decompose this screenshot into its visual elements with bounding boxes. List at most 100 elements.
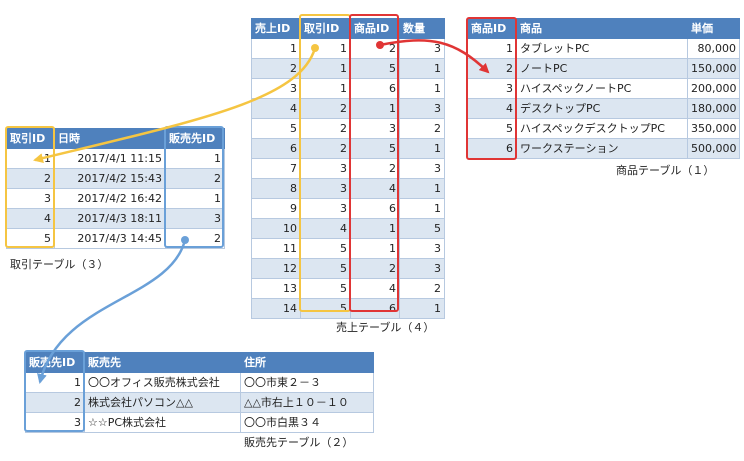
- table-cell: ノートPC: [516, 58, 688, 79]
- table-cell: 4: [467, 98, 517, 119]
- table-cell: 2: [350, 38, 400, 59]
- table-cell: 5: [350, 138, 400, 159]
- table-cell: 3: [300, 198, 351, 219]
- table-cell: 14: [251, 298, 301, 319]
- table-cell: 〇〇市白黒３４: [240, 412, 374, 433]
- table-cell: 1: [399, 78, 445, 99]
- table-cell: 3: [300, 178, 351, 199]
- table-cell: 3: [165, 208, 225, 229]
- column-header: 単価: [687, 18, 740, 39]
- column-header: 販売先ID: [165, 128, 225, 149]
- table-cell: 3: [350, 118, 400, 139]
- table-cell: ハイスペックデスクトップPC: [516, 118, 688, 139]
- table-cell: 1: [251, 38, 301, 59]
- table-cell: 株式会社パソコン△△: [84, 392, 241, 413]
- table-cell: 12: [251, 258, 301, 279]
- column-header: 売上ID: [251, 18, 301, 39]
- table-cell: 180,000: [687, 98, 740, 119]
- table-cell: 6: [350, 298, 400, 319]
- table-cell: 9: [251, 198, 301, 219]
- table-cell: 150,000: [687, 58, 740, 79]
- table-cell: 2017/4/3 14:45: [54, 228, 166, 249]
- table-cell: 2: [165, 228, 225, 249]
- table-cell: ☆☆PC株式会社: [84, 412, 241, 433]
- table-cell: 3: [6, 188, 55, 209]
- table-cell: 80,000: [687, 38, 740, 59]
- table-cell: 5: [251, 118, 301, 139]
- table-cell: 〇〇市東２－３: [240, 372, 374, 393]
- table-cell: 1: [399, 138, 445, 159]
- table-cell: 6: [350, 198, 400, 219]
- column-header: 住所: [240, 352, 374, 373]
- table-cell: 2: [467, 58, 517, 79]
- table-cell: デスクトップPC: [516, 98, 688, 119]
- table-cell: 500,000: [687, 138, 740, 159]
- table-cell: 11: [251, 238, 301, 259]
- table-cell: 2: [300, 98, 351, 119]
- table-cell: 1: [399, 58, 445, 79]
- table-cell: 5: [6, 228, 55, 249]
- table-cell: 2: [6, 168, 55, 189]
- product-table-caption: 商品テーブル（１）: [616, 164, 715, 177]
- table-cell: 5: [300, 258, 351, 279]
- table-cell: 3: [399, 238, 445, 259]
- column-header: 商品ID: [467, 18, 517, 39]
- table-cell: 2: [300, 138, 351, 159]
- table-cell: 1: [350, 218, 400, 239]
- column-header: 販売先ID: [25, 352, 85, 373]
- table-cell: 4: [300, 218, 351, 239]
- table-cell: 4: [350, 278, 400, 299]
- sales-table-caption: 売上テーブル（４）: [336, 321, 435, 334]
- table-cell: 2017/4/1 11:15: [54, 148, 166, 169]
- table-cell: 350,000: [687, 118, 740, 139]
- table-cell: 13: [251, 278, 301, 299]
- table-cell: 1: [300, 38, 351, 59]
- table-cell: 2: [399, 118, 445, 139]
- table-cell: 1: [6, 148, 55, 169]
- table-cell: 〇〇オフィス販売株式会社: [84, 372, 241, 393]
- table-cell: 5: [350, 58, 400, 79]
- table-cell: 6: [350, 78, 400, 99]
- table-cell: 6: [467, 138, 517, 159]
- table-cell: 2: [300, 118, 351, 139]
- table-cell: 4: [6, 208, 55, 229]
- table-cell: 2: [350, 258, 400, 279]
- transaction-table-caption: 取引テーブル（３）: [10, 258, 109, 271]
- table-cell: 3: [25, 412, 85, 433]
- table-cell: 4: [350, 178, 400, 199]
- table-cell: 10: [251, 218, 301, 239]
- table-cell: 3: [399, 98, 445, 119]
- table-cell: 1: [399, 198, 445, 219]
- table-cell: 2: [251, 58, 301, 79]
- table-cell: 6: [251, 138, 301, 159]
- column-header: 販売先: [84, 352, 241, 373]
- table-cell: 5: [399, 218, 445, 239]
- table-cell: 1: [25, 372, 85, 393]
- table-cell: 1: [165, 148, 225, 169]
